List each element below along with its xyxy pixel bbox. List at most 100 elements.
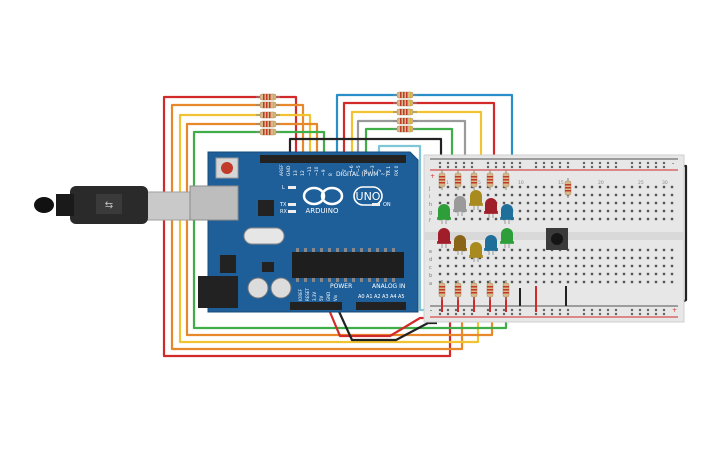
arduino-board[interactable]: UNO ARDUINO DIGITAL (PWM ~) POWER ANALOG… [189, 151, 419, 313]
svg-text:GND: GND [326, 292, 331, 301]
tx-label: TX [279, 202, 287, 208]
svg-text:3.3V: 3.3V [312, 292, 317, 301]
leds [437, 190, 514, 262]
wire-blue-top[interactable] [335, 93, 514, 170]
svg-text:RESET: RESET [305, 288, 310, 301]
power-jack[interactable] [198, 276, 238, 308]
svg-text:12: 12 [300, 170, 306, 176]
led-lower-4[interactable] [484, 235, 498, 255]
svg-text:15: 15 [558, 180, 564, 186]
atmega-chip [292, 252, 404, 278]
svg-text:RX 0: RX 0 [394, 165, 400, 176]
resistor-bb-bottom-3[interactable] [470, 280, 478, 300]
svg-text:~6: ~6 [349, 165, 355, 172]
svg-text:GND: GND [286, 165, 292, 176]
svg-text:A3: A3 [382, 294, 389, 300]
led-upper-3[interactable] [469, 190, 483, 210]
svg-text:h: h [429, 202, 432, 208]
svg-text:c: c [429, 265, 432, 271]
resistor-top-2[interactable] [393, 99, 417, 107]
rail-minus-bottom: - [430, 307, 432, 314]
led-upper-1[interactable] [437, 204, 451, 224]
power-label: POWER [330, 283, 352, 290]
resistor-left-5[interactable] [256, 128, 280, 136]
svg-text:30: 30 [662, 180, 668, 186]
digital-label: DIGITAL (PWM ~) [336, 171, 388, 178]
svg-text:5V: 5V [319, 295, 324, 301]
power-pin-labels: IOREF RESET 3.3V 5V GND Vin [298, 288, 338, 301]
svg-text:g: g [429, 210, 432, 216]
svg-text:AREF: AREF [279, 164, 285, 176]
svg-text:~9: ~9 [321, 169, 327, 176]
svg-text:TX 1: TX 1 [386, 166, 392, 177]
svg-text:~10: ~10 [314, 166, 320, 176]
resistor-bb-bottom-4[interactable] [486, 280, 494, 300]
resistor-bb-top-4[interactable] [486, 170, 494, 190]
svg-text:A5: A5 [398, 294, 405, 300]
resistor-bb-bottom-2[interactable] [454, 280, 462, 300]
svg-text:2: 2 [377, 169, 383, 172]
board-brand: ARDUINO [306, 207, 339, 215]
svg-text:i: i [429, 194, 430, 200]
rail-plus-right: + [672, 307, 677, 314]
push-button[interactable] [546, 228, 568, 250]
svg-text:7: 7 [342, 169, 348, 172]
resistor-bb-top-5[interactable] [502, 170, 510, 190]
rail-minus-right: - [672, 160, 674, 167]
resistor-top-4[interactable] [393, 117, 417, 125]
svg-text:13: 13 [293, 170, 299, 176]
svg-text:A2: A2 [374, 294, 381, 300]
power-header[interactable] [290, 302, 342, 310]
svg-text:~11: ~11 [307, 166, 313, 176]
svg-text:IOREF: IOREF [298, 288, 303, 301]
resistor-bb-bottom-1[interactable] [438, 280, 446, 300]
led-lower-5[interactable] [500, 228, 514, 248]
led-upper-4[interactable] [484, 198, 498, 218]
usb-icon: ⇆ [105, 200, 113, 211]
svg-text:~5: ~5 [356, 165, 362, 172]
reset-button-cap[interactable] [221, 162, 233, 174]
digital-header[interactable] [260, 155, 406, 163]
led-upper-2[interactable] [453, 196, 467, 216]
arduino-logo: UNO ARDUINO [302, 186, 383, 215]
breadboard-column-numbers: 1 5 10 15 20 25 30 [446, 180, 668, 186]
svg-text:A4: A4 [390, 294, 397, 300]
wire-yellow-outer[interactable] [178, 113, 480, 344]
led-upper-5[interactable] [500, 204, 514, 224]
resistor-top-5[interactable] [393, 125, 417, 133]
rx-label: RX [280, 209, 287, 215]
resistors [256, 91, 572, 300]
svg-text:8: 8 [328, 173, 334, 176]
svg-text:4: 4 [363, 169, 369, 172]
analog-header[interactable] [356, 302, 406, 310]
resistor-top-3[interactable] [393, 108, 417, 116]
resistor-left-3[interactable] [256, 111, 280, 119]
svg-text:25: 25 [638, 180, 644, 186]
resistor-top-1[interactable] [393, 91, 417, 99]
board-model: UNO [356, 190, 381, 203]
resistor-left-2[interactable] [256, 101, 280, 109]
svg-text:5: 5 [478, 180, 481, 186]
svg-text:f: f [429, 218, 431, 224]
resistor-bb-top-3[interactable] [470, 170, 478, 190]
resistor-bb-bottom-5[interactable] [502, 280, 510, 300]
rail-plus-top: + [430, 173, 435, 180]
l-label: L [282, 185, 285, 191]
wire-black-gnd-2[interactable] [334, 304, 437, 342]
led-lower-2[interactable] [453, 235, 467, 255]
wire-orange-outer[interactable] [170, 103, 464, 351]
breadboard-row-labels: j i h g f e d c b a [428, 186, 432, 287]
led-lower-1[interactable] [437, 228, 451, 248]
resistor-bb-top-1[interactable] [438, 170, 446, 190]
resistor-left-1[interactable] [256, 93, 280, 101]
on-label: ON [383, 202, 391, 208]
svg-text:d: d [429, 257, 432, 263]
svg-text:a: a [429, 281, 432, 287]
led-lower-3[interactable] [469, 242, 483, 262]
resistor-left-4[interactable] [256, 120, 280, 128]
wire-black-gnd[interactable] [288, 137, 443, 158]
resistor-button[interactable] [564, 178, 572, 198]
resistor-bb-top-2[interactable] [454, 170, 462, 190]
